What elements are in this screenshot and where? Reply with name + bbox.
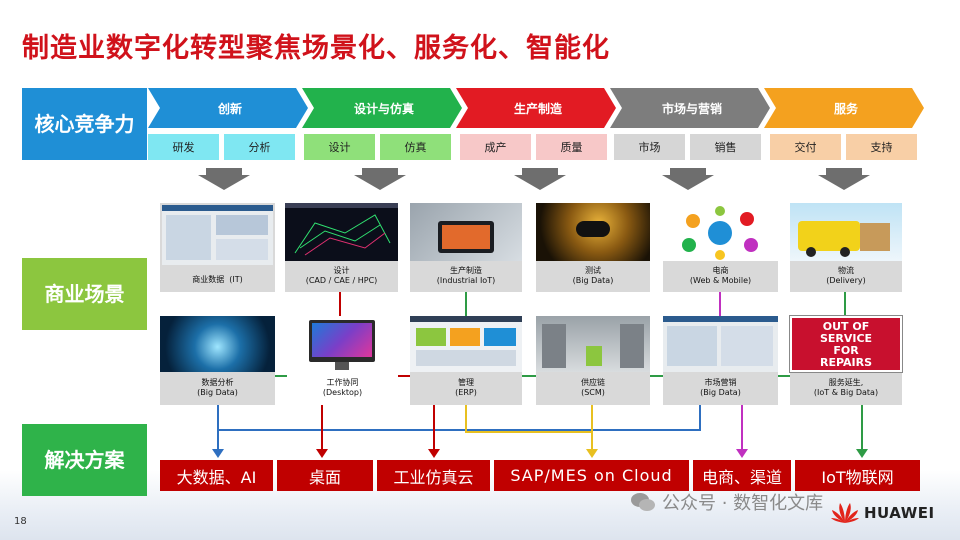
scenario-subtitle: (CAD / CAE / HPC) [305,276,378,286]
scenario-subtitle: (Big Data) [197,388,238,398]
huawei-logo: HUAWEI [830,500,935,526]
scenario-title: 电商 [712,266,729,275]
scenario-card-business-data: 商业数据 (IT) [160,203,275,292]
scenario-title: 物流 [838,266,854,275]
sub-box-support: 支持 [846,134,917,160]
scenario-title: 供应链 [581,378,605,387]
down-arrow-icon [662,168,714,190]
scenario-subtitle: (Desktop) [322,388,363,398]
scenario-subtitle: (Industrial IoT) [436,276,496,286]
arrowhead-icon [736,449,748,458]
scenario-subtitle: (IoT & Big Data) [813,388,879,398]
solution-ecommerce: 电商、渠道 [693,460,791,491]
warehouse-image [536,316,650,372]
scenario-subtitle: (IT) [229,275,243,284]
factory-tablet-image [410,203,522,261]
down-arrow-icon [514,168,566,190]
scenario-title: 市场营销 [704,378,737,387]
scenario-title: 管理 [458,378,474,387]
scenario-subtitle: (Delivery) [826,276,866,286]
desktop-monitor-image [309,320,375,362]
wechat-icon [631,493,655,511]
solution-sap-mes: SAP/MES on Cloud [494,460,689,491]
stage-chevron-2 [456,88,616,128]
scenario-card-manufacturing: 生产制造 (Industrial IoT) [410,203,522,292]
solution-desktop: 桌面 [277,460,373,491]
scenario-card-management: 管理 (ERP) [410,316,522,405]
delivery-van-image [790,203,902,261]
sub-box-market: 市场 [614,134,685,160]
scenario-subtitle: (Web & Mobile) [689,276,752,286]
scenario-subtitle: (Big Data) [700,388,741,398]
scenario-card-data-analysis: 数据分析 (Big Data) [160,316,275,405]
stage-chevron-3 [610,88,770,128]
page-number: 18 [14,516,27,527]
data-tunnel-image [160,316,275,372]
side-label-solution: 解决方案 [22,424,147,496]
page-title: 制造业数字化转型聚焦场景化、服务化、智能化 [22,33,610,64]
sub-box-design: 设计 [304,134,375,160]
scenario-subtitle: (Big Data) [572,276,614,286]
stage-chevron-0 [148,88,308,128]
stage-label-innovation: 创新 [217,101,242,116]
solution-simulation-cloud: 工业仿真云 [377,460,490,491]
binoculars-image [536,203,650,261]
software-screenshot-image [162,205,273,265]
scenario-card-service-extension: OUT OF SERVICE FOR REPAIRS 服务延生, (IoT & … [789,315,903,405]
sub-box-analysis: 分析 [224,134,295,160]
cad-render-image [285,203,398,261]
down-arrow-icon [818,168,870,190]
down-arrows [198,168,870,190]
scenario-card-testing: 测试 (Big Data) [536,203,650,292]
down-arrow-icon [354,168,406,190]
arrowhead-icon [316,449,328,458]
ecommerce-icons-image [663,203,778,261]
scenario-title: 工作协同 [326,378,359,387]
stage-label-marketing: 市场与营销 [661,101,722,116]
scenario-title: 测试 [585,266,601,275]
arrowhead-icon [856,449,868,458]
erp-dashboard-image [410,316,522,372]
marketing-software-image [663,316,778,372]
solution-iot: IoT物联网 [795,460,920,491]
sub-box-rd: 研发 [148,134,219,160]
scenario-subtitle: (SCM) [581,388,605,398]
scenario-card-collaboration: 工作协同 (Desktop) [287,316,398,405]
scenario-card-ecommerce: 电商 (Web & Mobile) [663,203,778,292]
scenario-title: 生产制造 [450,266,482,275]
watermark-text: 公众号 · 数智化文库 [662,493,824,514]
sub-box-production: 成产 [460,134,531,160]
sub-box-simulation: 仿真 [380,134,451,160]
side-label-business: 商业场景 [22,258,147,330]
stage-label-production: 生产制造 [513,101,562,116]
scenario-subtitle: (ERP) [455,388,477,398]
arrowhead-icon [428,449,440,458]
sub-box-quality: 质量 [536,134,607,160]
arrowhead-icon [586,449,598,458]
watermark: 公众号 · 数智化文库 [630,489,823,515]
down-arrow-icon [198,168,250,190]
side-label-core: 核心竞争力 [22,88,147,160]
stage-label-service: 服务 [833,101,858,116]
sub-box-delivery: 交付 [770,134,841,160]
scenario-title: 商业数据 [192,275,225,284]
brand-text: HUAWEI [864,504,935,522]
stage-chevron-1 [302,88,462,128]
stage-chevrons [148,88,924,128]
solution-bigdata-ai: 大数据、AI [160,460,273,491]
sub-box-sales: 销售 [690,134,761,160]
scenario-card-design: 设计 (CAD / CAE / HPC) [285,203,398,292]
scenario-title: 数据分析 [201,378,234,387]
scenario-card-marketing: 市场营销 (Big Data) [663,316,778,405]
huawei-flower-icon [831,503,859,523]
scenario-title: 服务延生, [828,378,864,387]
stage-chevron-4 [764,88,924,128]
scenario-title: 设计 [333,266,350,275]
out-of-service-sign: OUT OF SERVICE FOR REPAIRS [789,315,903,373]
scenario-card-supply-chain: 供应链 (SCM) [536,316,650,405]
arrowhead-icon [212,449,224,458]
stage-label-design: 设计与仿真 [353,101,414,116]
scenario-card-logistics: 物流 (Delivery) [790,203,902,292]
